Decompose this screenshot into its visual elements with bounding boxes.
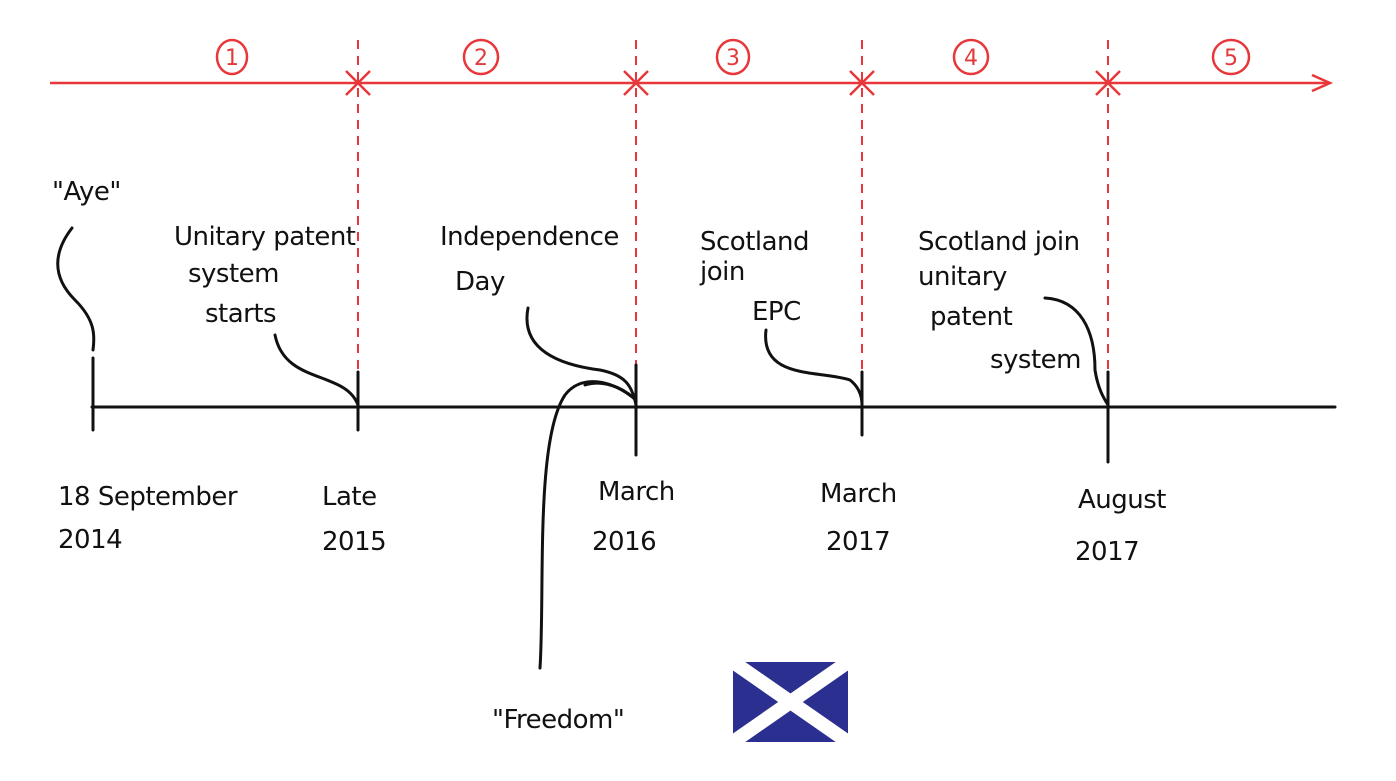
svg-text:18 September: 18 September — [58, 482, 238, 512]
phase-cross-marks — [345, 70, 1121, 96]
svg-text:3: 3 — [726, 46, 740, 71]
phase-number-1: 1 — [215, 38, 249, 76]
svg-text:Scotland: Scotland — [700, 227, 809, 257]
svg-text:March: March — [820, 479, 897, 509]
date-label-march-2016: March 2016 — [592, 477, 675, 557]
event-freedom-label: "Freedom" — [492, 705, 624, 735]
phase-dividers — [357, 40, 1109, 400]
svg-text:2015: 2015 — [322, 527, 386, 557]
phase-number-2: 2 — [462, 38, 500, 76]
svg-text:2016: 2016 — [592, 527, 656, 557]
svg-text:unitary: unitary — [918, 262, 1007, 292]
svg-text:1: 1 — [225, 46, 239, 71]
scotland-flag-icon — [729, 656, 852, 748]
svg-text:join: join — [699, 257, 745, 287]
event-aye-label: "Aye" — [52, 177, 121, 207]
event-connectors — [56, 226, 1110, 670]
event-scotland-unitary-label: Scotland join unitary patent system — [918, 227, 1082, 375]
svg-text:2017: 2017 — [1075, 537, 1139, 567]
svg-text:2017: 2017 — [826, 527, 890, 557]
svg-text:August: August — [1078, 485, 1166, 515]
svg-text:Scotland join: Scotland join — [918, 227, 1080, 257]
svg-text:patent: patent — [930, 302, 1013, 332]
phase-number-3: 3 — [715, 38, 751, 76]
date-label-late-2015: Late 2015 — [322, 482, 387, 557]
svg-text:2: 2 — [474, 46, 488, 71]
svg-text:Independence: Independence — [440, 222, 619, 252]
svg-text:starts: starts — [205, 299, 276, 329]
date-label-august-2017: August 2017 — [1075, 485, 1167, 567]
event-unitary-start-label: Unitary patent system starts — [174, 222, 356, 329]
svg-text:Day: Day — [455, 267, 505, 297]
event-scotland-epc-label: Scotland join EPC — [699, 227, 810, 327]
svg-text:5: 5 — [1224, 46, 1238, 71]
event-independence-label: Independence Day — [440, 222, 619, 297]
svg-text:March: March — [598, 477, 675, 507]
svg-text:4: 4 — [964, 46, 978, 71]
svg-text:system: system — [990, 345, 1081, 375]
phase-number-5: 5 — [1211, 38, 1251, 76]
phase-number-4: 4 — [952, 38, 990, 76]
svg-text:Unitary patent: Unitary patent — [174, 222, 356, 252]
timeline-ticks — [91, 356, 1110, 464]
svg-text:2014: 2014 — [58, 525, 122, 555]
svg-text:Late: Late — [322, 482, 377, 512]
date-label-sep-2014: 18 September 2014 — [58, 482, 238, 555]
phase-arrow-head — [1311, 73, 1334, 93]
svg-text:EPC: EPC — [752, 297, 801, 327]
date-label-march-2017: March 2017 — [820, 479, 897, 557]
svg-text:system: system — [188, 259, 279, 289]
